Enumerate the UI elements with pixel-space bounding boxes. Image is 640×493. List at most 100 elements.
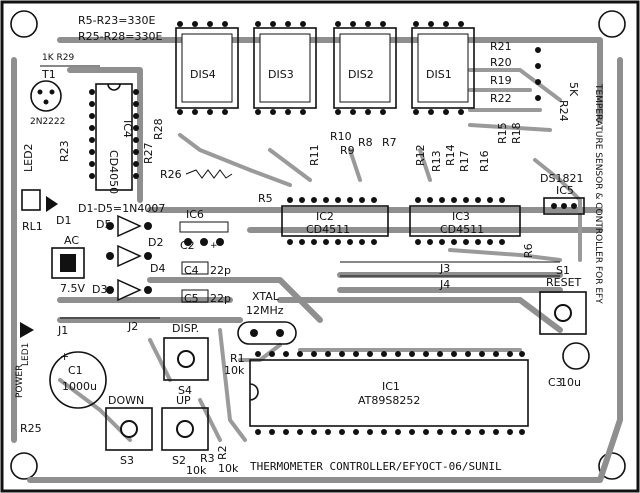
svg-text:IC1: IC1 xyxy=(382,380,400,393)
svg-text:DIS2: DIS2 xyxy=(348,68,374,81)
label-r2-value: 10k xyxy=(218,462,239,475)
ic6-7805: IC6 7805 xyxy=(179,208,229,246)
svg-text:S2: S2 xyxy=(172,454,186,467)
display-pins xyxy=(177,21,464,115)
svg-text:DIS4: DIS4 xyxy=(190,68,216,81)
side-text: TEMPERATURE SENSOR & CONTROLLER FOR EFY xyxy=(593,83,603,304)
jumper-j3: J3 xyxy=(439,262,450,275)
label-r2: R2 xyxy=(216,445,229,460)
svg-text:DIS3: DIS3 xyxy=(268,68,294,81)
label-r3-value: 10k xyxy=(186,464,207,477)
capacitor-c5: C5 22p xyxy=(181,289,231,305)
label-led2: LED2 xyxy=(22,143,35,172)
svg-text:LED1: LED1 xyxy=(21,343,31,366)
ic2-cd4511: IC2 CD4511 xyxy=(281,197,389,245)
note-r5-r23: R5-R23=330E xyxy=(78,14,155,27)
label-r9: R9 xyxy=(340,144,355,157)
svg-text:AC: AC xyxy=(64,234,79,247)
svg-text:IC6: IC6 xyxy=(186,208,204,221)
switch-s4-disp: DISP. S4 xyxy=(163,322,209,397)
ic1-at89s8252: IC1 AT89S8252 xyxy=(249,351,529,435)
capacitor-c1: C1 1000u + xyxy=(49,350,107,409)
label-r11: R11 xyxy=(308,144,321,166)
relay-rl1: RL1 xyxy=(21,189,43,233)
svg-text:1000u: 1000u xyxy=(62,380,97,393)
diode-bridge: D5 D2 D4 D3 xyxy=(92,214,165,302)
svg-text:2N2222: 2N2222 xyxy=(30,117,65,127)
svg-text:CD4050: CD4050 xyxy=(107,150,120,194)
label-r29: 1K R29 xyxy=(42,53,74,63)
svg-text:DIS1: DIS1 xyxy=(426,68,452,81)
transistor-t1: T1 2N2222 xyxy=(30,68,65,127)
svg-text:RL1: RL1 xyxy=(22,220,43,233)
jumper-j4: J4 xyxy=(439,278,450,291)
svg-text:10u: 10u xyxy=(560,376,581,389)
label-r1: R1 xyxy=(230,352,245,365)
svg-text:12MHz: 12MHz xyxy=(246,304,284,317)
capacitor-c2: C2 xyxy=(180,239,195,252)
label-r21: R21 xyxy=(490,40,512,53)
switch-s1-reset: S1 RESET xyxy=(539,264,587,335)
power-label: POWER xyxy=(15,365,25,398)
label-r10: R10 xyxy=(330,130,352,143)
svg-text:C1: C1 xyxy=(68,364,83,377)
jumper-j1: J1 xyxy=(57,324,68,337)
label-r17: R17 xyxy=(458,150,471,172)
ic4-cd4050: CD4050 IC4 xyxy=(89,83,139,194)
switch-s3-down: DOWN S3 xyxy=(105,394,153,467)
svg-text:DISP.: DISP. xyxy=(172,322,199,335)
label-r14: R14 xyxy=(444,144,457,166)
label-r22: R22 xyxy=(490,92,512,105)
svg-text:22p: 22p xyxy=(210,264,231,277)
svg-text:D3: D3 xyxy=(92,283,107,296)
copper-traces xyxy=(11,37,623,483)
svg-text:AT89S8252: AT89S8252 xyxy=(358,394,420,407)
label-r16: R16 xyxy=(478,150,491,172)
svg-text:C5: C5 xyxy=(184,292,199,305)
label-r15: R15 xyxy=(496,122,509,144)
c2-polarity: + xyxy=(210,241,218,251)
label-d1: D1 xyxy=(56,214,71,227)
svg-text:D4: D4 xyxy=(150,262,165,275)
svg-text:IC5: IC5 xyxy=(556,184,574,197)
label-r26: R26 xyxy=(160,168,182,181)
svg-text:C4: C4 xyxy=(184,264,199,277)
svg-text:S3: S3 xyxy=(120,454,134,467)
display-dis3: DIS3 xyxy=(253,27,317,109)
label-r23: R23 xyxy=(58,140,71,162)
label-r28: R28 xyxy=(152,118,165,140)
capacitor-c3: C3 10u xyxy=(548,342,590,389)
label-r20: R20 xyxy=(490,56,512,69)
jumper-j2: J2 xyxy=(127,320,138,333)
board-footer-text: THERMOMETER CONTROLLER/EFYOCT-06/SUNIL xyxy=(250,460,502,473)
note-r25-r28: R25-R28=330E xyxy=(78,30,162,43)
svg-text:RESET: RESET xyxy=(546,276,582,289)
label-r18: R18 xyxy=(510,122,523,144)
display-dis2: DIS2 xyxy=(333,27,397,109)
svg-text:C2: C2 xyxy=(180,239,195,252)
label-r19: R19 xyxy=(490,74,512,87)
svg-text:+: + xyxy=(60,350,69,363)
label-r7: R7 xyxy=(382,136,397,149)
display-dis1: DIS1 xyxy=(411,27,475,109)
svg-text:22p: 22p xyxy=(210,292,231,305)
ac-connector: AC 7.5V xyxy=(51,234,85,295)
switch-s2-up: UP S2 xyxy=(161,394,209,467)
label-r27: R27 xyxy=(142,142,155,164)
svg-text:IC3: IC3 xyxy=(452,210,470,223)
mounting-holes xyxy=(10,10,626,480)
capacitor-c4: C4 22p xyxy=(181,261,231,277)
svg-text:IC2: IC2 xyxy=(316,210,334,223)
label-r13: R13 xyxy=(430,150,443,172)
display-dis4: DIS4 xyxy=(175,27,239,109)
label-r12: R12 xyxy=(414,144,427,166)
label-r3: R3 xyxy=(200,452,215,465)
label-r5: R5 xyxy=(258,192,273,205)
svg-text:XTAL: XTAL xyxy=(252,290,280,303)
svg-text:CD4511: CD4511 xyxy=(306,223,350,236)
ic3-cd4511: IC3 CD4511 xyxy=(409,197,521,245)
svg-text:UP: UP xyxy=(176,394,191,407)
svg-text:CD4511: CD4511 xyxy=(440,223,484,236)
